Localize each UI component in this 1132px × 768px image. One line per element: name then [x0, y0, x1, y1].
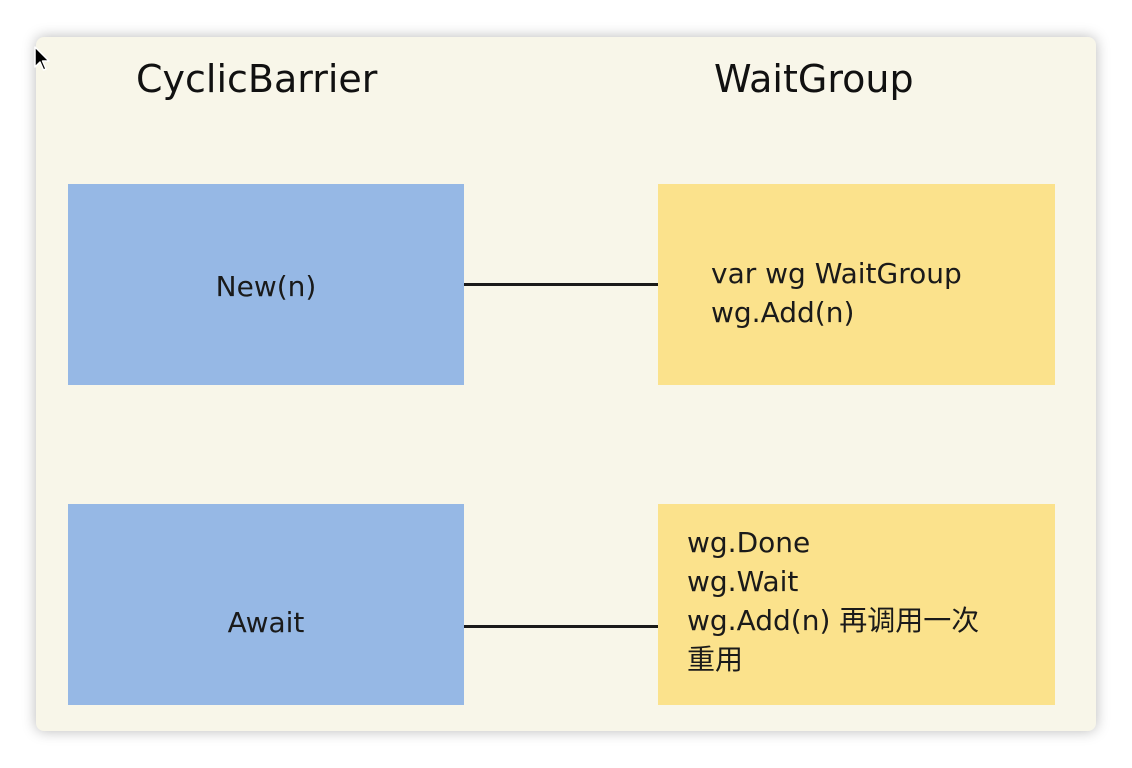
waitgroup-reuse-line: 重用	[687, 643, 744, 676]
cyclicbarrier-await-label: Await	[227, 606, 305, 639]
diagram-canvas: CyclicBarrier WaitGroup New(n) var wg Wa…	[36, 37, 1096, 731]
cyclicbarrier-new-label: New(n)	[215, 270, 317, 303]
cyclicbarrier-new-box: New(n)	[68, 184, 464, 385]
waitgroup-heading: WaitGroup	[714, 57, 914, 101]
waitgroup-reuse-line: wg.Wait	[687, 565, 799, 598]
waitgroup-reuse-line: wg.Done	[687, 526, 811, 559]
waitgroup-init-line: wg.Add(n)	[711, 296, 855, 329]
waitgroup-reuse-line: wg.Add(n) 再调用一次	[687, 604, 980, 637]
cyclicbarrier-heading: CyclicBarrier	[136, 57, 378, 101]
mouse-pointer-icon	[34, 46, 50, 71]
waitgroup-reuse-box: wg.Done wg.Wait wg.Add(n) 再调用一次 重用	[658, 504, 1055, 705]
waitgroup-init-line: var wg WaitGroup	[711, 257, 962, 290]
waitgroup-reuse-lines: wg.Done wg.Wait wg.Add(n) 再调用一次 重用	[687, 523, 979, 679]
waitgroup-init-lines: var wg WaitGroup wg.Add(n)	[711, 254, 962, 332]
waitgroup-init-box: var wg WaitGroup wg.Add(n)	[658, 184, 1055, 385]
cyclicbarrier-await-box: Await	[68, 504, 464, 705]
connector-await-to-reuse	[464, 625, 658, 628]
connector-new-to-init	[464, 283, 658, 286]
